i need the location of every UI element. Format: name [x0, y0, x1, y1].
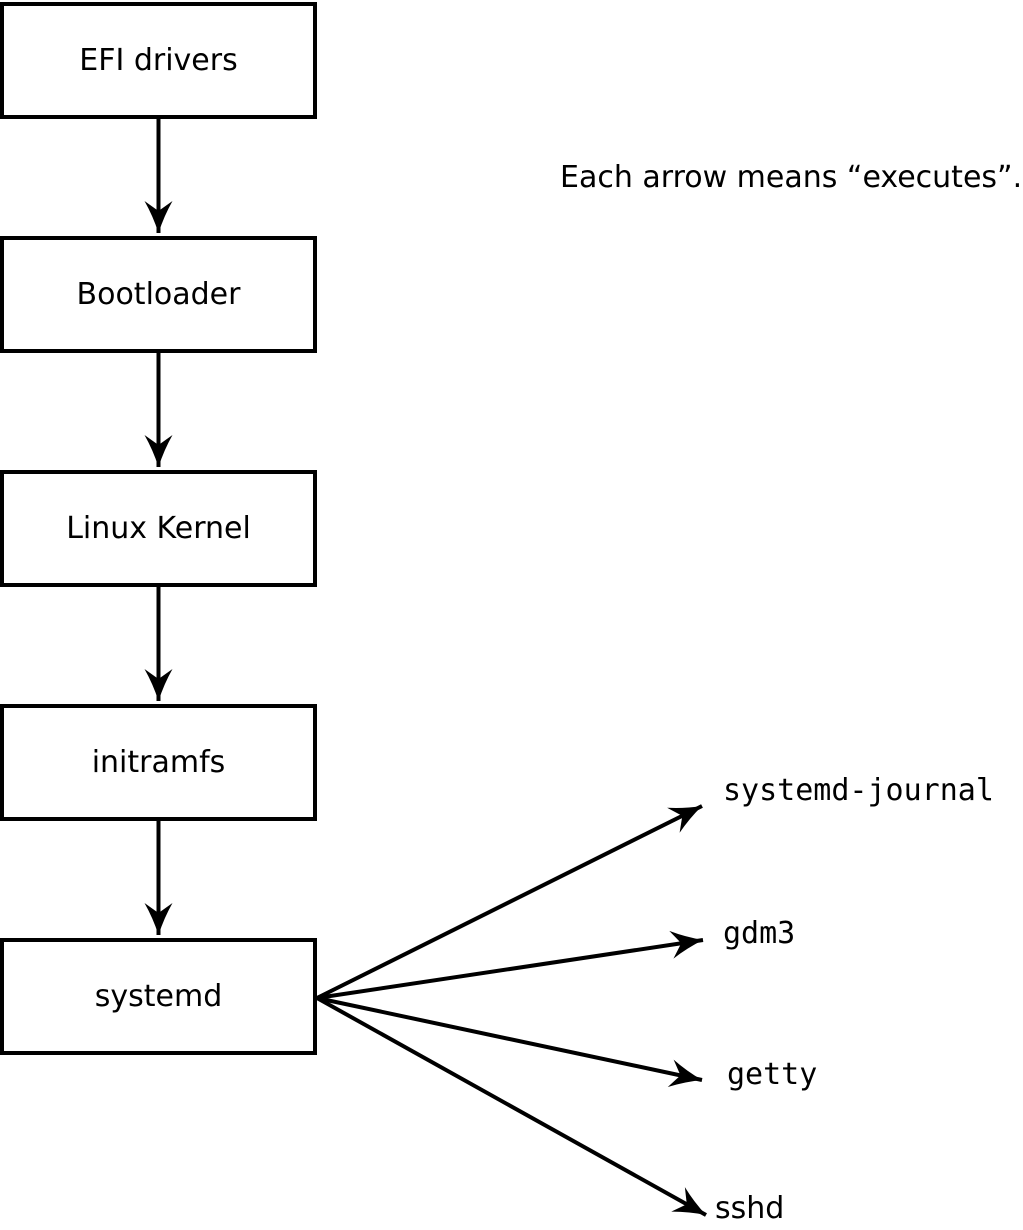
arrow-systemd-to-journal: [316, 804, 703, 1000]
label-getty: getty: [727, 1056, 818, 1092]
box-label: Bootloader: [76, 276, 241, 312]
box-label: initramfs: [91, 744, 226, 780]
arrow-systemd-to-gdm3: [316, 930, 704, 1000]
arrow-systemd-to-getty: [316, 996, 703, 1088]
label-systemd-journal: systemd-journal: [723, 772, 994, 808]
box-initramfs: initramfs: [0, 704, 317, 821]
box-label: Linux Kernel: [66, 510, 251, 546]
box-efi-drivers: EFI drivers: [0, 2, 317, 119]
box-label: EFI drivers: [79, 42, 238, 78]
label-gdm3: gdm3: [723, 915, 796, 951]
label-sshd: sshd: [715, 1190, 785, 1226]
box-linux-kernel: Linux Kernel: [0, 470, 317, 587]
box-label: systemd: [94, 978, 223, 1014]
annotation-text: Each arrow means “executes”.: [560, 159, 1023, 195]
box-bootloader: Bootloader: [0, 236, 317, 353]
arrow-systemd-to-sshd: [316, 996, 707, 1217]
box-systemd: systemd: [0, 938, 317, 1055]
